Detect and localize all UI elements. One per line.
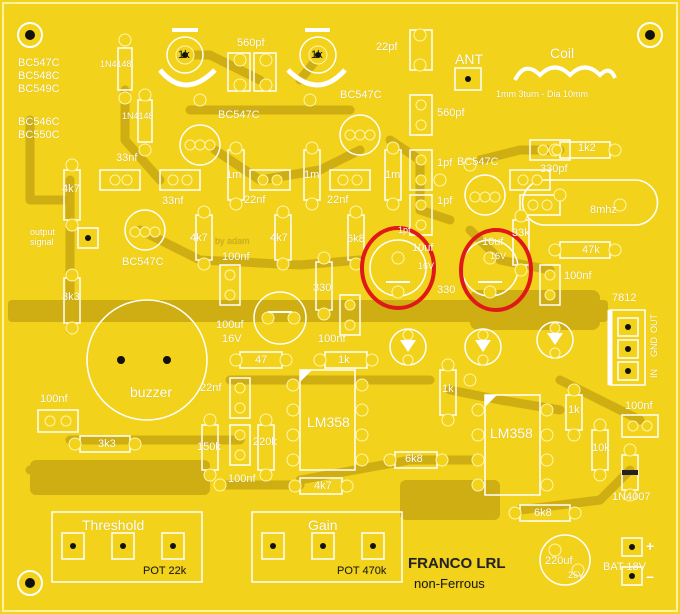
coil-spec-label: 1mm 3turn - Dia 10mm — [496, 89, 589, 99]
c-100nf-c-label: 100nf — [318, 333, 346, 345]
buzzer-label: buzzer — [130, 384, 173, 400]
r-330-a-label: 330 — [313, 282, 332, 294]
c-100nf-a-label: 100nf — [222, 251, 250, 263]
r-4k7-c-label: 4k7 — [270, 232, 288, 244]
r-4k7-a-label: 4k7 — [62, 183, 80, 195]
r-150k-label: 150k — [197, 441, 221, 453]
board-subtitle: non-Ferrous — [414, 576, 485, 591]
transistor-list-3: BC549C — [18, 83, 60, 95]
r-3k3-b-label: 3k3 — [98, 438, 116, 450]
regulator-in-label: IN — [649, 369, 659, 378]
q-bc547c-2-label: BC547C — [218, 109, 260, 121]
r-33k-label: 33k — [512, 227, 530, 239]
d-1n4007-label: 1N4007 — [612, 491, 651, 503]
transistor-list-2: BC548C — [18, 70, 60, 82]
c-10uf-a-voltage: 16V — [418, 261, 435, 271]
r-1k-b-label: 1k — [442, 383, 454, 395]
r-1k-c-label: 1k — [568, 404, 580, 416]
c-10uf-b-label: 10uf — [482, 236, 504, 248]
c-1pf-b-label: 1pf — [437, 195, 453, 207]
c-1pf-c-label: 1pf — [398, 225, 411, 235]
board-title: FRANCO LRL — [408, 555, 506, 572]
r-3k3-a-label: 3k3 — [62, 291, 80, 303]
r-1m-b-label: 1m — [304, 169, 320, 181]
c-100nf-d-label: 100nf — [40, 393, 68, 405]
regulator-label: 7812 — [612, 292, 637, 304]
battery-plus: + — [646, 538, 655, 554]
ic2-label: LM358 — [490, 425, 533, 441]
ic-pins — [286, 378, 554, 492]
regulator-out-label: OUT — [649, 314, 659, 333]
c-22nf-a-label: 22nf — [244, 194, 266, 206]
pot-1k-a-label: 1k — [178, 49, 190, 61]
c-100uf-voltage: 16V — [222, 333, 242, 345]
r-1m-c-label: 1m — [385, 169, 401, 181]
r-6k8-b-label: 6k8 — [405, 453, 423, 465]
r-6k8-c-label: 6k8 — [534, 507, 552, 519]
r-47-label: 47 — [255, 354, 268, 366]
led-symbols — [400, 333, 563, 352]
ic-notches — [300, 370, 638, 475]
c-22nf-b-label: 22nf — [327, 194, 349, 206]
c-220uf-voltage: 25V — [568, 570, 585, 580]
c-220uf-label: 220uf — [545, 555, 573, 567]
r-47k-label: 47k — [582, 244, 600, 256]
r-10k-label: 10k — [592, 442, 610, 454]
highlight-circles — [360, 226, 533, 312]
r-1m-a-label: 1m — [226, 169, 242, 181]
r-330-b-label: 330 — [437, 284, 456, 296]
polarity-marks — [268, 281, 502, 313]
q-bc547c-4-label: BC547C — [122, 256, 164, 268]
copper-traces — [15, 50, 645, 515]
c-560pf-top-label: 560pf — [237, 37, 265, 49]
watermark: by adam — [215, 236, 250, 246]
ic1-label: LM358 — [307, 414, 350, 430]
d1-label: 1N4148 — [100, 59, 132, 69]
q-bc547c-1-label: BC547C — [340, 89, 382, 101]
pot-1k-b-label: 1k — [311, 49, 323, 61]
pot-470k-label: POT 470k — [337, 565, 387, 577]
c-560pf-b-label: 560pf — [437, 107, 465, 119]
c-100nf-e-label: 100nf — [625, 400, 653, 412]
r-6k8-a-label: 6k8 — [347, 233, 365, 245]
output-signal-label-1: output — [30, 227, 56, 237]
ant-label: ANT — [455, 51, 483, 67]
crystal-label: 8mhz — [590, 204, 617, 216]
r-4k7-d-label: 4k7 — [314, 480, 332, 492]
c-33nf-a-label: 33nf — [116, 152, 138, 164]
mounting-holes — [17, 22, 663, 596]
output-signal-label-2: signal — [30, 237, 54, 247]
transistor-list-4: BC546C — [18, 116, 60, 128]
transistor-list-1: BC547C — [18, 57, 60, 69]
c-33nf-b-label: 33nf — [162, 195, 184, 207]
r-1k2-label: 1k2 — [578, 142, 596, 154]
r-220k-label: 220k — [253, 436, 277, 448]
pot-22k-label: POT 22k — [143, 565, 187, 577]
q-bc547c-3-label: BC547C — [457, 156, 499, 168]
c-22pf-label: 22pf — [376, 41, 398, 53]
coil-label: Coil — [550, 45, 575, 61]
pads — [44, 28, 653, 577]
c-330pf-label: 330pf — [540, 163, 568, 175]
r-4k7-b-label: 4k7 — [190, 232, 208, 244]
r-1k-a-label: 1k — [338, 354, 350, 366]
regulator-gnd-label: GND — [649, 337, 659, 357]
battery-label: BAT 18V — [603, 561, 647, 573]
c-10uf-a-label: 10uf — [412, 242, 434, 254]
battery-minus: − — [646, 569, 655, 585]
c-1pf-a-label: 1pf — [437, 157, 453, 169]
c-100uf-label: 100uf — [216, 319, 244, 331]
d2-label: 1N4148 — [122, 111, 154, 121]
drill-holes — [70, 52, 635, 579]
threshold-label: Threshold — [82, 517, 145, 533]
c-100nf-f-label: 100nf — [228, 473, 256, 485]
gain-label: Gain — [308, 517, 338, 533]
c-22nf-c-label: 22nf — [200, 382, 222, 394]
c-100nf-b-label: 100nf — [564, 270, 592, 282]
c-10uf-b-voltage: 16V — [490, 251, 507, 261]
transistor-list-5: BC550C — [18, 129, 60, 141]
